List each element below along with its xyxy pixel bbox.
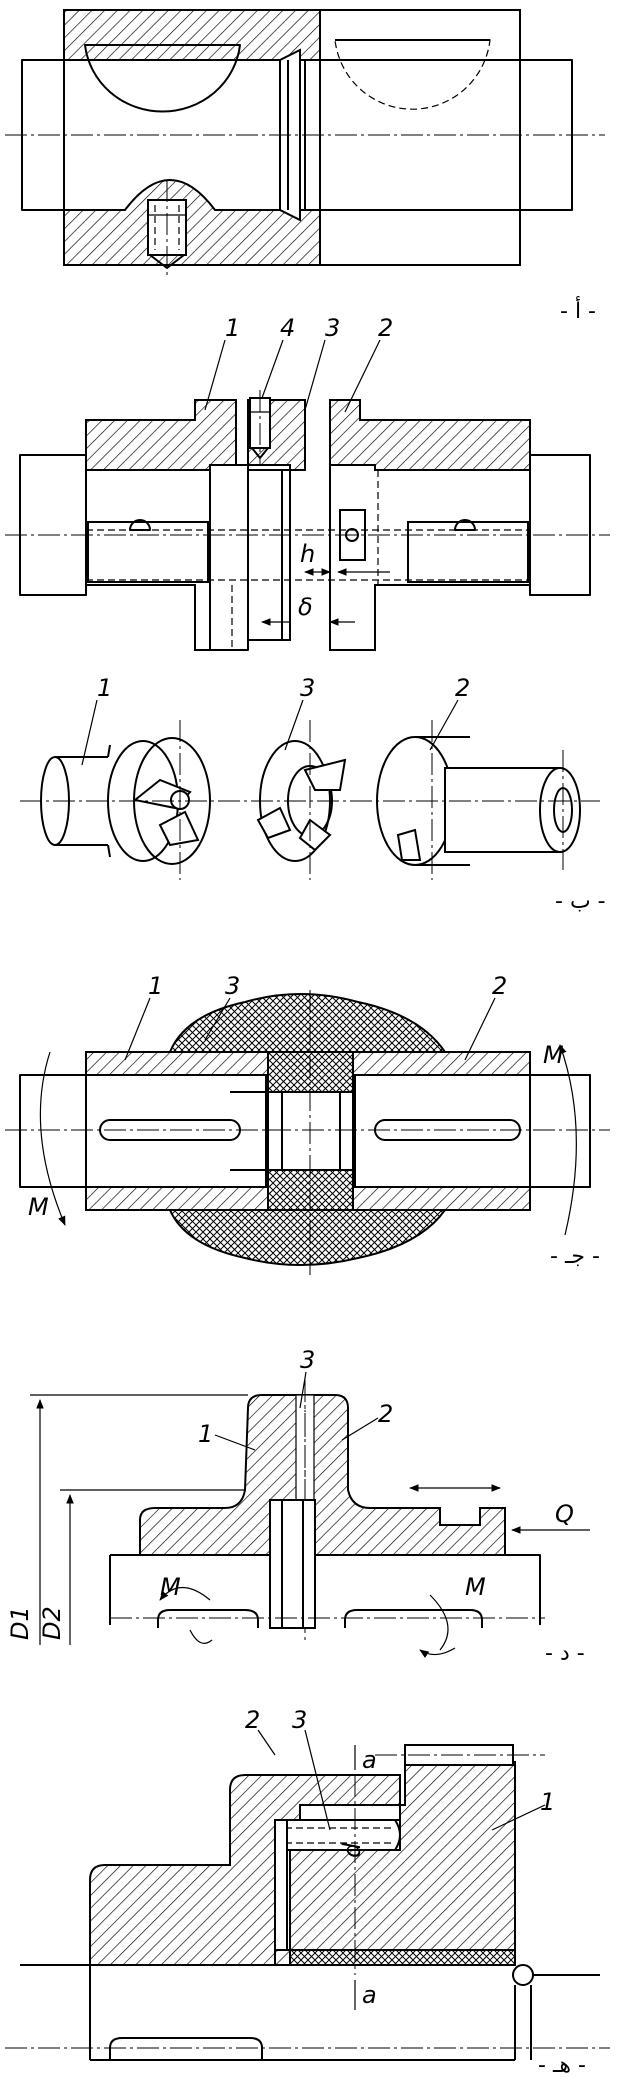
figure-b-exploded-part-2	[376, 736, 581, 866]
figure-b-dimension-h: h	[300, 540, 390, 576]
figure-e-label-1: 1	[540, 1788, 555, 1816]
figure-d-leaders	[214, 1371, 379, 1451]
dim-d2-label: D2	[38, 1606, 66, 1640]
figure-d-flange-1	[139, 1394, 306, 1556]
figure-d-label-1: 1	[198, 1420, 213, 1448]
figure-b-dimension-delta: δ	[261, 593, 355, 626]
figure-e-caption: - هـ -	[538, 2053, 586, 2077]
figure-e-leaders	[257, 1729, 546, 1831]
figure-c-label-1: 1	[148, 972, 163, 1000]
figure-e-dim-d: d	[338, 1842, 366, 1858]
figure-e-pin-3	[274, 1819, 401, 1951]
figure-b-exploded-label-2: 2	[455, 674, 470, 702]
figure-c-elastic-coupling: M M 1 3 2 - جـ -	[5, 972, 610, 1275]
figure-e-hub-2	[89, 1774, 401, 1966]
figure-b-exploded-leaders	[81, 699, 459, 766]
figure-b-jaw-coupling: h δ 1 4 3 2	[5, 314, 610, 914]
figure-e-pin-coupling: a a d 2 3 1 - هـ -	[5, 1706, 610, 2077]
figure-e-bearing	[512, 1964, 534, 2060]
figure-e-keyway	[109, 2037, 263, 2060]
figure-a-keys	[84, 39, 491, 113]
figure-d-flange-2	[304, 1394, 506, 1556]
figure-b-half-1	[85, 399, 249, 651]
figure-d-label-2: 2	[378, 1400, 393, 1428]
figure-b-exploded-label-1: 1	[97, 674, 112, 702]
figure-a-caption: - أ -	[560, 296, 596, 324]
figure-c-caption: - جـ -	[550, 1244, 600, 1269]
figure-e-hub-1	[274, 1744, 545, 1966]
figure-d-moment-left: M	[160, 1573, 181, 1601]
figure-c-moment-left: M	[28, 1193, 49, 1221]
figure-b-half-2	[329, 399, 531, 651]
figure-b-hidden-lines	[86, 470, 530, 650]
figure-d-keyways	[157, 1609, 483, 1628]
dim-d1-label: D1	[6, 1606, 34, 1640]
figure-e-label-3: 3	[292, 1706, 307, 1734]
figure-e-section-a-top: a	[362, 1746, 377, 1774]
figure-a-sleeve-coupling: - أ -	[5, 9, 605, 324]
figure-e-bushing	[289, 1949, 516, 1966]
figure-d-force-q: Q	[555, 1500, 574, 1528]
figure-b-label-4: 4	[280, 314, 295, 342]
figure-e-section-a-bottom: a	[362, 1981, 377, 2009]
figure-d-moment-right: M	[465, 1573, 486, 1601]
figure-b-exploded-part-1	[40, 737, 211, 865]
figure-e-label-2: 2	[245, 1706, 260, 1734]
figure-d-moment-arrows	[159, 1587, 456, 1658]
figure-d-caption: - د -	[545, 1641, 585, 1666]
figure-b-caption: - ب -	[555, 889, 606, 914]
figure-c-label-2: 2	[492, 972, 507, 1000]
figure-c-moment-right: M	[543, 1041, 564, 1069]
dim-delta-label: δ	[298, 593, 313, 621]
figure-b-label-1: 1	[225, 314, 240, 342]
figure-b-screw-4	[249, 390, 271, 465]
figure-d-label-3: 3	[300, 1346, 315, 1374]
figure-d-bore	[269, 1499, 316, 1629]
figure-b-leaders	[204, 339, 381, 413]
figure-c-hub-1	[85, 1051, 269, 1211]
figure-d-axial-arrows	[409, 1484, 590, 1534]
figure-b-exploded-label-3: 3	[300, 674, 315, 702]
figure-c-moment-arrows	[39, 1044, 577, 1236]
figure-c-hub-2	[352, 1051, 531, 1211]
figure-d-dimensions	[30, 1394, 248, 1645]
figure-d-shear-pin-clutch: D1 D2 Q M M 3 1 2 - د -	[6, 1346, 590, 1666]
figure-b-label-3: 3	[325, 314, 340, 342]
figure-c-label-3: 3	[225, 972, 240, 1000]
figure-b-middle-disc-3	[247, 399, 306, 641]
figure-b-label-2: 2	[378, 314, 393, 342]
figure-c-leaders	[124, 997, 496, 1061]
dim-h-label: h	[300, 540, 315, 568]
